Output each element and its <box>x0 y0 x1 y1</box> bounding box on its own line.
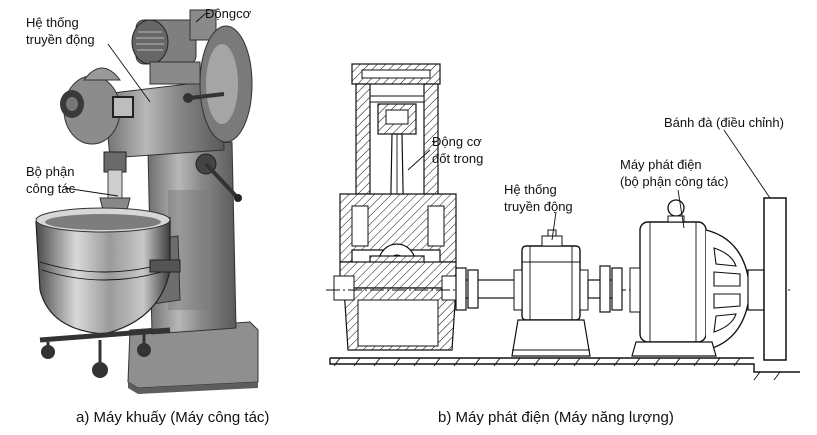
stand-mixer-illustration <box>35 9 259 394</box>
generator-set-drawing <box>326 63 800 381</box>
label-working-line1: Bộ phận <box>26 164 74 179</box>
label-generator-line2: (bộ phận công tác) <box>620 174 728 189</box>
label-engine-line2: đốt trong <box>432 151 483 166</box>
label-motor: Độngcơ <box>205 6 252 21</box>
label-transmission-line2: truyền động <box>26 32 95 47</box>
label-transmission-line1: Hệ thống <box>26 15 79 30</box>
label-generator-line1: Máy phát điện <box>620 157 702 172</box>
caption-right: b) Máy phát điện (Máy năng lượng) <box>438 409 674 426</box>
label-transmission-r-line1: Hệ thống <box>504 182 557 197</box>
label-flywheel: Bánh đà (điều chỉnh) <box>664 115 784 130</box>
caption-left: a) Máy khuấy (Máy công tác) <box>76 409 269 426</box>
label-working-line2: công tác <box>26 181 76 196</box>
right-leader-lines <box>407 129 771 241</box>
label-engine-line1: Động cơ <box>432 134 482 149</box>
label-transmission-r-line2: truyền động <box>504 199 573 214</box>
left-leader-lines <box>64 13 206 197</box>
